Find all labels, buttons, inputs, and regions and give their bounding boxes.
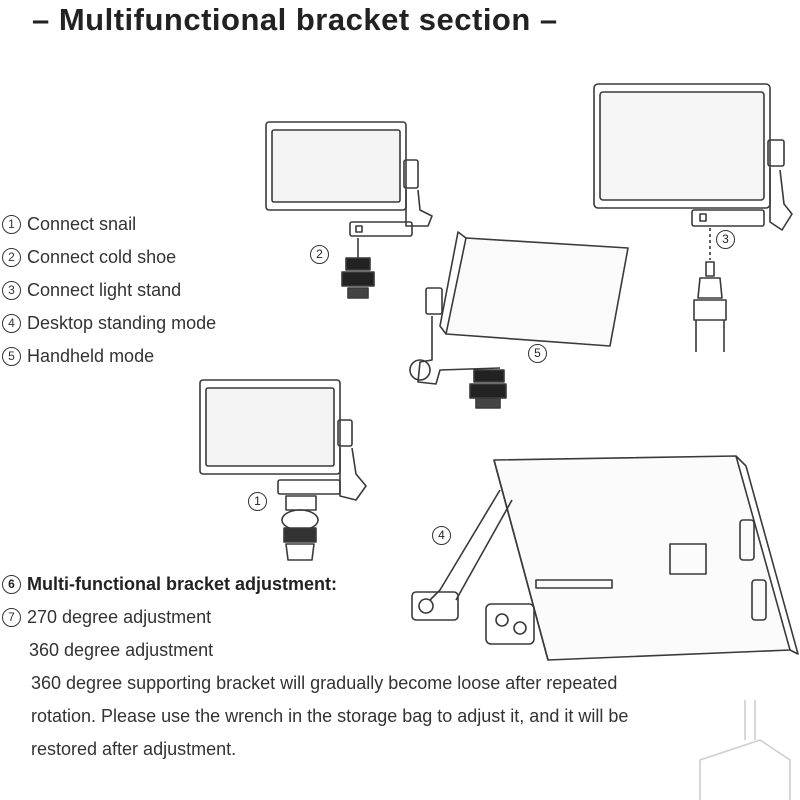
light-panel-connect-cold-shoe [265,121,433,237]
notes-paragraph-line: restored after adjustment. [31,739,237,759]
light-panel-desktop-standing [493,455,799,661]
notes-paragraph-line: 360 degree supporting bracket will gradu… [31,673,618,693]
light-stand [693,228,727,352]
light-panel-connect-snail [199,379,367,501]
snail-mount [281,495,319,561]
figure-label-5: 5 [528,344,547,364]
cold-shoe-adapter [341,238,375,299]
light-panel-handheld [409,231,629,409]
desktop-bracket-arm [411,489,535,645]
figure-label-1: 1 [248,492,267,512]
partial-illustration [699,700,791,800]
light-panel-connect-light-stand [593,83,793,231]
figure-label-3: 3 [716,230,735,250]
section-title: – Multifunctional bracket section – [0,0,800,48]
section-title-text: – Multifunctional bracket section – [32,2,558,37]
notes-item: 360 degree adjustment [29,640,214,660]
figure-label-4: 4 [432,526,451,546]
notes-paragraph-line: rotation. Please use the wrench in the s… [31,706,629,726]
figure-label-2: 2 [310,245,329,265]
